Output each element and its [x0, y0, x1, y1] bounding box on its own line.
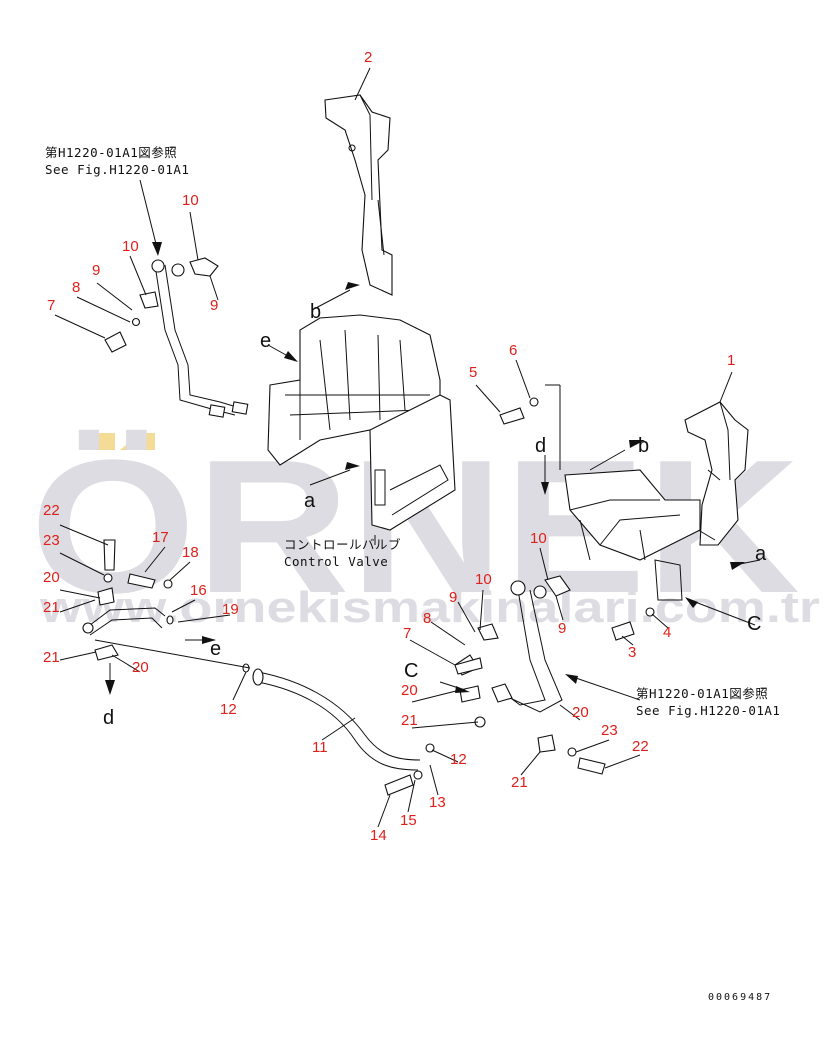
pipe-bottom-left [82, 539, 251, 669]
view-letter-b: b [638, 435, 649, 457]
view-letter-e: e [210, 638, 221, 660]
callout-11: 11 [312, 739, 328, 756]
callout-10: 10 [182, 192, 199, 209]
view-letter-d: d [103, 707, 114, 729]
callout-9: 9 [92, 262, 100, 279]
hose-11 [242, 663, 435, 796]
callout-21: 21 [43, 599, 60, 616]
watermark-accent-left [80, 433, 115, 450]
pipe-top-left [104, 257, 249, 418]
callout-5: 5 [469, 364, 477, 381]
callouts: 2 10 10 9 9 8 7 1 5 6 22 23 17 18 20 21 … [43, 49, 735, 844]
callout-16: 16 [190, 582, 207, 599]
callout-21: 21 [401, 712, 418, 729]
callout-14: 14 [370, 827, 387, 844]
callout-15: 15 [400, 812, 417, 829]
view-letter-b: b [310, 301, 321, 323]
part-cover-2 [324, 94, 393, 296]
drawing-number: 00069487 [708, 992, 772, 1003]
washer-6 [529, 397, 539, 407]
callout-4: 4 [663, 624, 671, 641]
callout-20: 20 [572, 704, 589, 721]
callout-23: 23 [43, 532, 60, 549]
view-letter-c: C [747, 613, 761, 635]
ref-note-bottom-jp: 第H1220-01A1図参照 [636, 686, 768, 701]
callout-12: 12 [220, 701, 237, 718]
callout-2: 2 [364, 49, 372, 66]
callout-13: 13 [429, 794, 446, 811]
arrow-heads [105, 242, 745, 695]
callout-9: 9 [210, 297, 218, 314]
view-letter-d: d [535, 435, 546, 457]
callout-7: 7 [403, 625, 411, 642]
callout-22: 22 [632, 738, 649, 755]
callout-19: 19 [222, 601, 239, 618]
view-letter-a: a [304, 490, 316, 512]
callout-1: 1 [727, 352, 735, 369]
callout-7: 7 [47, 297, 55, 314]
callout-20: 20 [43, 569, 60, 586]
view-letter-c: C [404, 660, 418, 682]
callout-22: 22 [43, 502, 60, 519]
bracket-assembly [564, 469, 701, 601]
callout-10: 10 [530, 530, 547, 547]
callout-9: 9 [449, 589, 457, 606]
callout-8: 8 [423, 610, 431, 627]
part-cover-1 [684, 401, 749, 546]
ref-note-bottom-en: See Fig.H1220-01A1 [636, 703, 780, 718]
callout-3: 3 [628, 644, 636, 661]
callout-20: 20 [401, 682, 418, 699]
callout-10: 10 [122, 238, 139, 255]
view-letter-a: a [755, 543, 767, 565]
callout-8: 8 [72, 279, 80, 296]
callout-21: 21 [511, 774, 528, 791]
bolt-5 [499, 407, 525, 425]
view-letter-e: e [260, 330, 271, 352]
callout-23: 23 [601, 722, 618, 739]
ref-note-top-jp: 第H1220-01A1図参照 [45, 145, 177, 160]
leader-lines [54, 67, 761, 828]
callout-17: 17 [152, 529, 169, 546]
control-valve-label-jp: コントロールバルブ [284, 537, 401, 552]
callout-20: 20 [132, 659, 149, 676]
callout-10: 10 [475, 571, 492, 588]
control-valve-label-en: Control Valve [284, 554, 388, 569]
watermark-accent-right [120, 433, 155, 450]
notes: 第H1220-01A1図参照 See Fig.H1220-01A1 コントロール… [45, 145, 780, 1003]
callout-9: 9 [558, 620, 566, 637]
callout-6: 6 [509, 342, 517, 359]
control-valve [267, 314, 456, 531]
callout-12: 12 [450, 751, 467, 768]
ref-note-top-en: See Fig.H1220-01A1 [45, 162, 189, 177]
callout-18: 18 [182, 544, 199, 561]
callout-21: 21 [43, 649, 60, 666]
view-letters: b e a d b a C C e d [103, 301, 767, 729]
bolt-7-right [454, 657, 483, 675]
